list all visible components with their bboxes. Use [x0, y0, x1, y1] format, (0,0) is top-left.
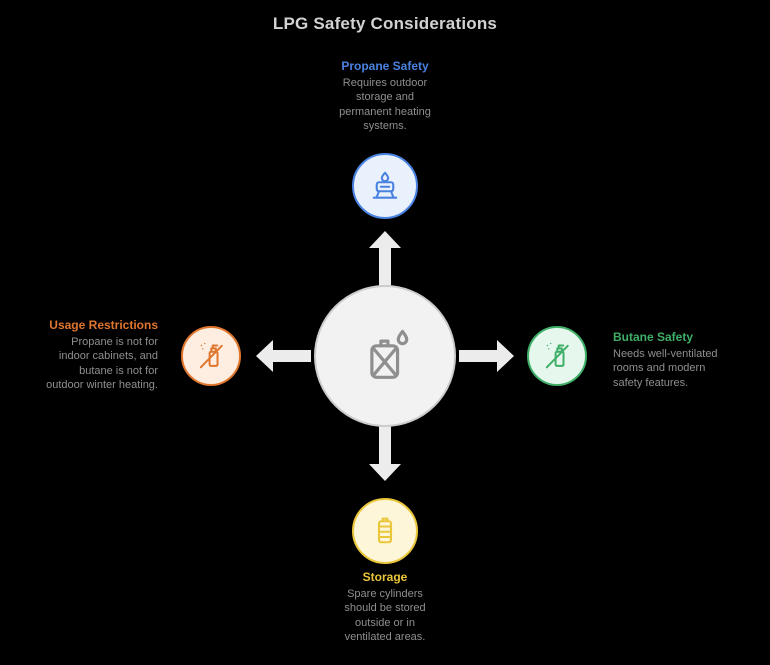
storage-text-block: Storage Spare cylinders should be stored… — [330, 570, 440, 644]
usage-description: Propane is not for indoor cabinets, and … — [46, 336, 158, 391]
usage-title: Usage Restrictions — [49, 318, 158, 332]
arrow-left — [256, 340, 311, 372]
no-spray-icon — [199, 342, 223, 369]
propane-title: Propane Safety — [341, 59, 429, 73]
arrow-right — [459, 340, 514, 372]
storage-node-circle — [352, 498, 418, 564]
propane-text-block: Propane Safety Requires outdoor storage … — [330, 59, 440, 133]
lpg-canister-icon — [370, 329, 409, 379]
usage-node-circle — [181, 326, 241, 386]
storage-description: Spare cylinders should be stored outside… — [344, 588, 426, 643]
butane-title: Butane Safety — [613, 330, 694, 344]
butane-text-block: Butane Safety Needs well-ventilated room… — [613, 330, 725, 390]
usage-text-block: Usage Restrictions Propane is not for in… — [46, 318, 158, 392]
propane-description: Requires outdoor storage and permanent h… — [339, 77, 431, 132]
page-title: LPG Safety Considerations — [272, 14, 498, 33]
gas-cylinder-icon — [377, 517, 393, 544]
camping-stove-icon — [372, 171, 398, 199]
arrow-down — [369, 426, 401, 481]
propane-node-circle — [352, 153, 418, 219]
storage-title: Storage — [362, 570, 408, 584]
center-node — [314, 285, 456, 427]
arrow-up — [369, 231, 401, 286]
gas-spray-icon — [545, 342, 569, 369]
butane-node-circle — [527, 326, 587, 386]
butane-description: Needs well-ventilated rooms and modern s… — [613, 348, 718, 389]
